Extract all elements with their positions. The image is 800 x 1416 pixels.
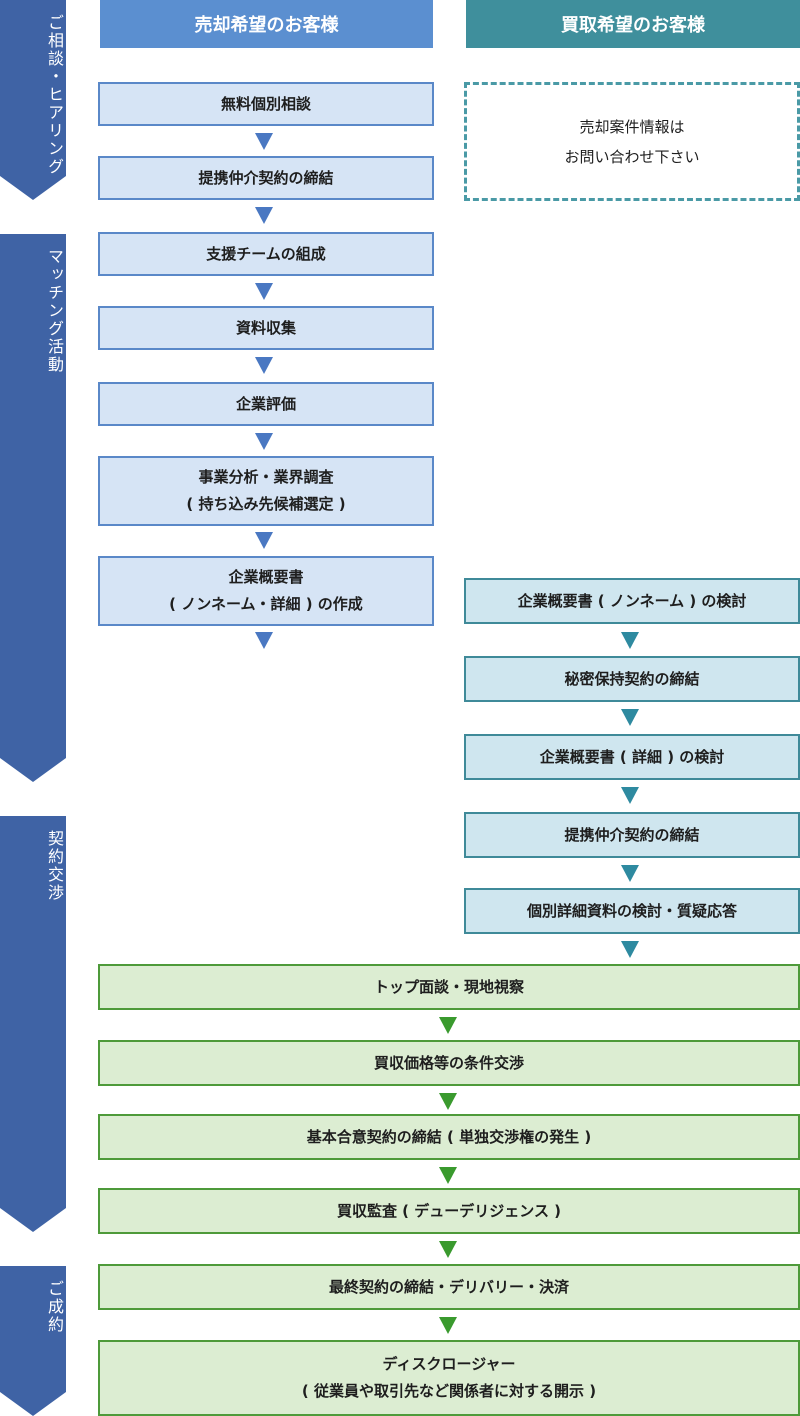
step-text: 最終契約の締結・デリバリー・決済 [328,1277,569,1296]
buyer-step: 提携仲介契約の締結 [464,812,800,858]
flow-arrow [439,1093,457,1110]
seller-step: 支援チームの組成 [98,232,434,276]
flow-arrow [439,1017,457,1034]
step-text: 提携仲介契約の締結 [564,825,700,844]
step-text: 資料収集 [235,318,296,337]
buyer-column-header: 買取希望のお客様 [466,0,800,48]
flow-arrow [621,632,639,649]
phase-arrow-consultation: ご相談・ヒアリング [0,0,66,200]
flow-arrow [255,207,273,224]
seller-step: 資料収集 [98,306,434,350]
step-text: トップ面談・現地視察 [373,977,524,996]
step-text: 企業概要書 ( ノンネーム ) の検討 [517,591,747,610]
step-subtext: ( 持ち込み先候補選定 ) [186,495,346,513]
step-text: 買収監査 ( デューデリジェンス ) [336,1201,562,1220]
flow-arrow [621,787,639,804]
buyer-step: 企業概要書 ( ノンネーム ) の検討 [464,578,800,624]
step-text: 無料個別相談 [220,94,311,113]
seller-step: 無料個別相談 [98,82,434,126]
buyer-step: 企業概要書 ( 詳細 ) の検討 [464,734,800,780]
buyer-step: 秘密保持契約の締結 [464,656,800,702]
flow-arrow [439,1317,457,1334]
buyer-inquiry-note: 売却案件情報は お問い合わせ下さい [464,82,800,201]
joint-step: 買収価格等の条件交渉 [98,1040,800,1086]
joint-step: 最終契約の締結・デリバリー・決済 [98,1264,800,1310]
step-text: 企業概要書 [228,568,304,586]
step-text: 買収価格等の条件交渉 [373,1053,524,1072]
phase-arrow-negotiation: 契約交渉 [0,816,66,1232]
phase-label-consultation: ご相談・ヒアリング [45,14,64,176]
flow-arrow [621,709,639,726]
flow-arrow [255,433,273,450]
flow-arrow [621,941,639,958]
phase-label-closing: ご成約 [45,1280,64,1334]
seller-step: 事業分析・業界調査 ( 持ち込み先候補選定 ) [98,456,434,526]
flow-arrow [255,283,273,300]
phase-label-matching: マッチング活動 [45,248,64,374]
buyer-step: 個別詳細資料の検討・質疑応答 [464,888,800,934]
flow-arrow [439,1241,457,1258]
joint-step: 買収監査 ( デューデリジェンス ) [98,1188,800,1234]
step-subtext: ( 従業員や取引先など関係者に対する開示 ) [301,1382,597,1400]
note-text: お問い合わせ下さい [564,147,700,166]
joint-step: 基本合意契約の締結 ( 単独交渉権の発生 ) [98,1114,800,1160]
flow-arrow [255,357,273,374]
step-text: 基本合意契約の締結 ( 単独交渉権の発生 ) [306,1127,592,1146]
step-text: 企業概要書 ( 詳細 ) の検討 [539,747,725,766]
note-text: 売却案件情報は [579,117,685,136]
phase-arrow-closing: ご成約 [0,1266,66,1416]
phase-arrow-matching: マッチング活動 [0,234,66,782]
step-text: 個別詳細資料の検討・質疑応答 [526,901,737,920]
step-text: ディスクロージャー [382,1355,516,1373]
flow-arrow [621,865,639,882]
seller-column-header: 売却希望のお客様 [100,0,433,48]
seller-step: 提携仲介契約の締結 [98,156,434,200]
step-text: 事業分析・業界調査 [198,468,334,486]
step-subtext: ( ノンネーム・詳細 ) の作成 [169,595,363,613]
flow-arrow [255,133,273,150]
step-text: 企業評価 [235,394,296,413]
seller-step: 企業概要書 ( ノンネーム・詳細 ) の作成 [98,556,434,626]
joint-step: トップ面談・現地視察 [98,964,800,1010]
seller-step: 企業評価 [98,382,434,426]
flow-arrow [255,632,273,649]
step-text: 提携仲介契約の締結 [198,168,334,187]
phase-label-negotiation: 契約交渉 [45,830,64,902]
joint-step: ディスクロージャー ( 従業員や取引先など関係者に対する開示 ) [98,1340,800,1416]
flow-arrow [255,532,273,549]
step-text: 支援チームの組成 [206,244,326,263]
step-text: 秘密保持契約の締結 [564,669,700,688]
flow-arrow [439,1167,457,1184]
